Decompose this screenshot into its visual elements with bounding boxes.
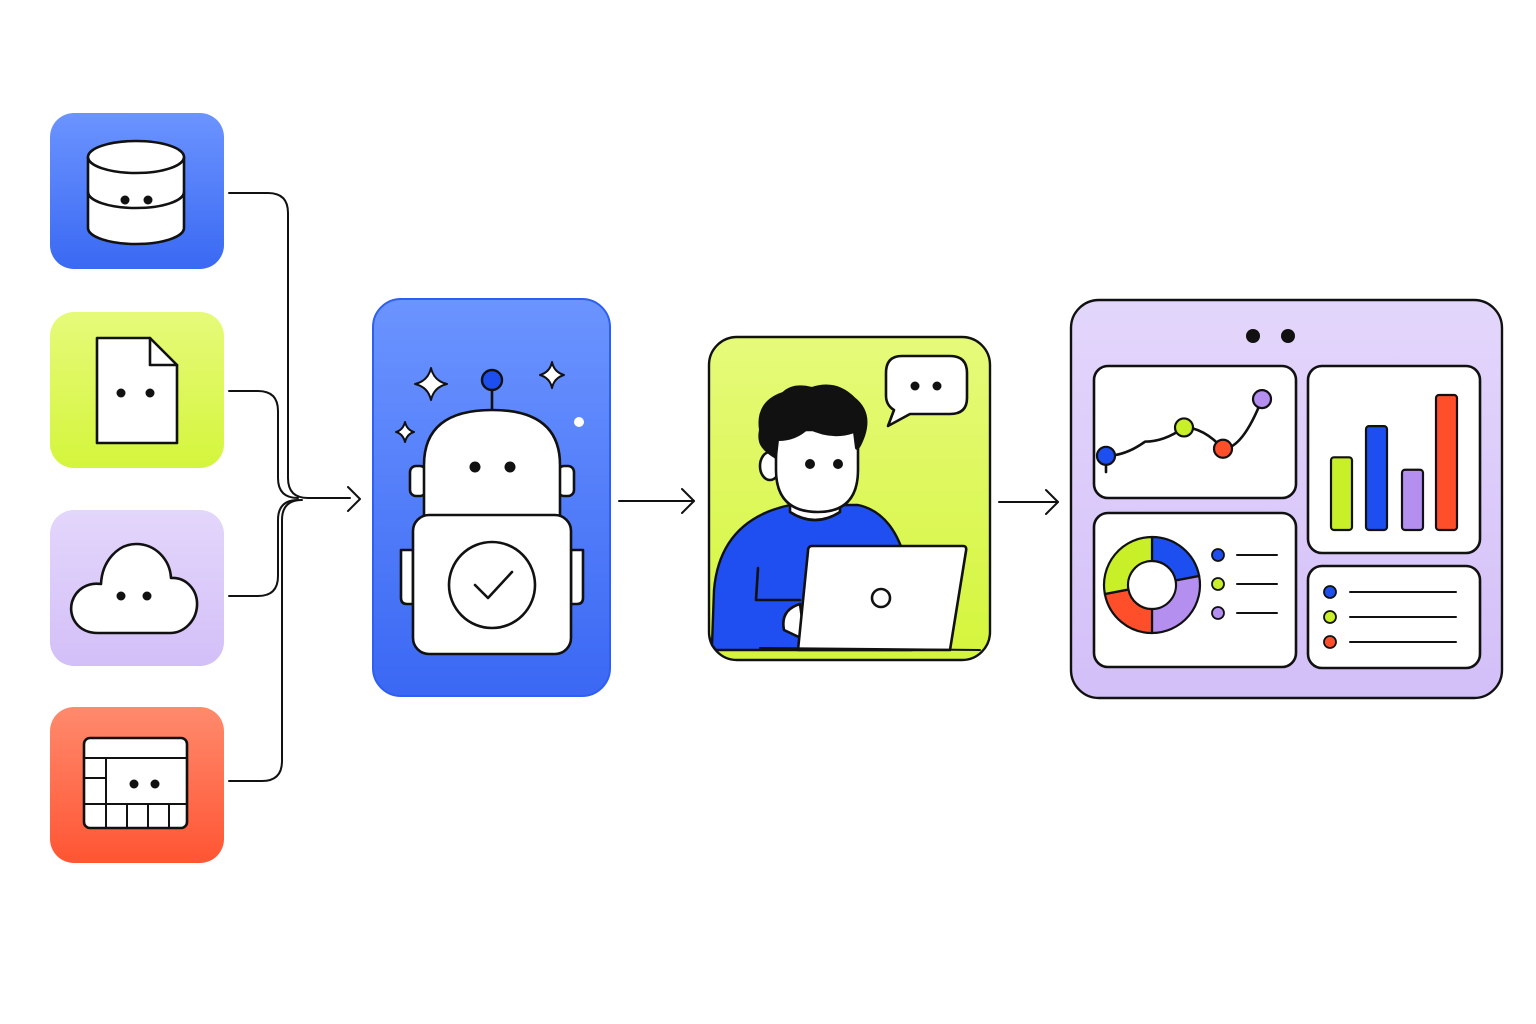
- list-dot: [1323, 635, 1337, 649]
- legend-dot: [1211, 548, 1225, 562]
- line-chart-point: [1095, 445, 1117, 466]
- line-chart-point: [1212, 438, 1234, 459]
- bar-chart-bar: [1329, 456, 1354, 532]
- legend-dot: [1211, 577, 1225, 591]
- bar-chart-bar: [1400, 468, 1425, 532]
- window-dots: [1246, 329, 1295, 343]
- source-spreadsheet-tile: [50, 707, 224, 863]
- bar-chart-bar: [1434, 393, 1459, 532]
- robot-stage-card: [372, 298, 611, 697]
- donut-slice: [1102, 535, 1154, 596]
- speech-bubble-icon: [884, 354, 969, 428]
- dashboard-stage-card: [1069, 298, 1504, 700]
- arrow-person-to-dashboard: [998, 489, 1059, 515]
- person-stage-card: [707, 335, 992, 662]
- source-connectors: [228, 192, 361, 782]
- bar-chart-panel: [1306, 364, 1482, 555]
- spreadsheet-icon: [82, 736, 189, 830]
- line-chart-panel: [1092, 364, 1298, 500]
- line-chart-point: [1173, 417, 1195, 438]
- cloud-icon: [69, 542, 199, 635]
- list-dot: [1323, 585, 1337, 599]
- person-laptop-icon: [710, 384, 981, 652]
- document-icon: [95, 336, 179, 445]
- bar-chart-bar: [1364, 425, 1389, 532]
- arrow-robot-to-person: [618, 488, 695, 514]
- donut-chart-panel: [1092, 511, 1298, 669]
- database-icon: [86, 139, 186, 246]
- robot-icon: [399, 368, 585, 656]
- line-chart-point: [1251, 388, 1273, 410]
- source-document-tile: [50, 312, 224, 468]
- list-panel: [1306, 564, 1482, 670]
- sparkle-icon: [395, 361, 584, 443]
- legend-dot: [1211, 606, 1225, 620]
- source-database-tile: [50, 113, 224, 269]
- list-dot: [1323, 610, 1337, 624]
- source-cloud-tile: [50, 510, 224, 666]
